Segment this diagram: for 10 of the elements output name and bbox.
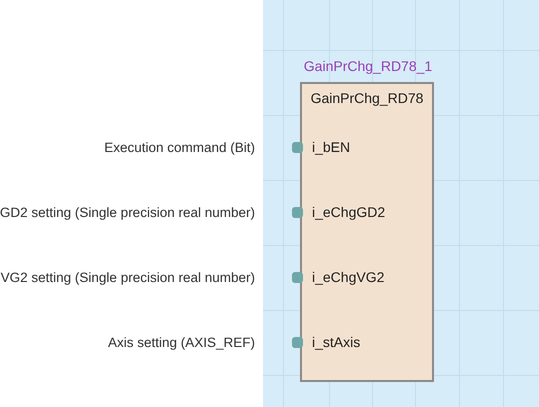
input-description: VG2 setting (Single precision real number) bbox=[0, 268, 255, 286]
input-variable-name: i_eChgGD2 bbox=[312, 204, 386, 220]
block-type-name: GainPrChg_RD78 bbox=[310, 90, 424, 106]
input-variable-name: i_bEN bbox=[312, 139, 350, 155]
input-description: GD2 setting (Single precision real number) bbox=[0, 204, 255, 220]
instance-name: GainPrChg_RD78_1 bbox=[302, 58, 434, 74]
input-description: Execution command (Bit) bbox=[103, 138, 255, 156]
input-variable-name: i_stAxis bbox=[312, 334, 360, 350]
input-variable-name: i_eChgVG2 bbox=[312, 269, 384, 285]
input-description: Axis setting (AXIS_REF) bbox=[106, 334, 255, 350]
